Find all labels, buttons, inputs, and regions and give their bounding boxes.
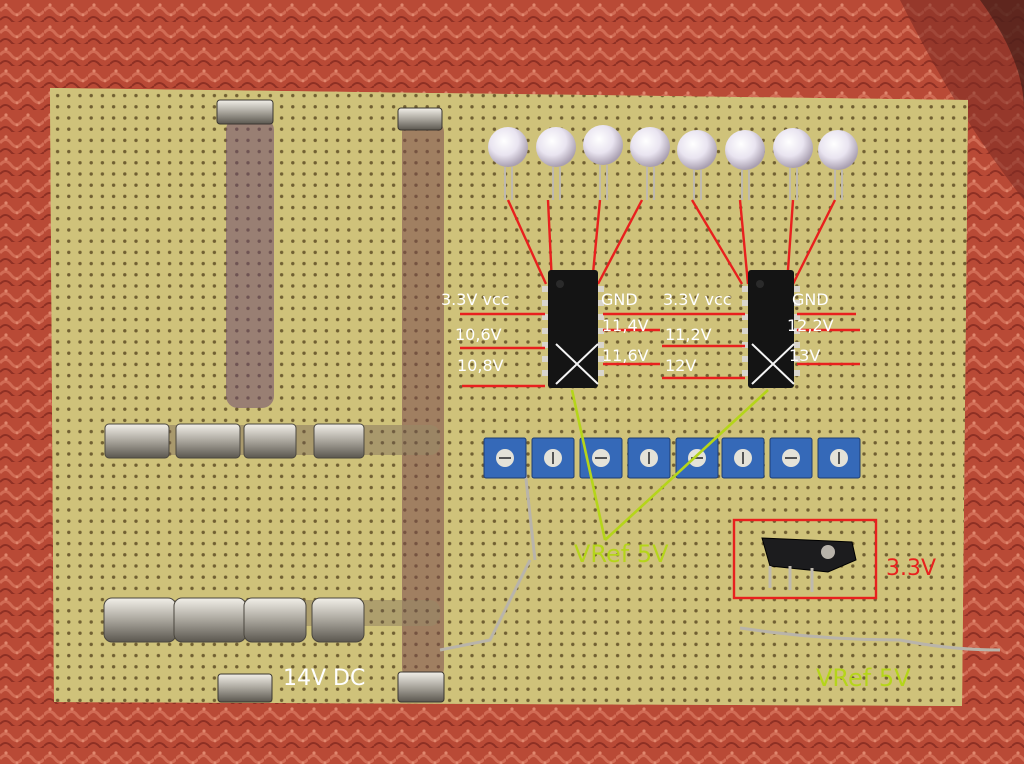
vref-corner-label: VRef 5V: [816, 664, 911, 692]
ic1-pin-voltage-1: 10,6V: [455, 325, 502, 344]
trimmer-3: [579, 437, 623, 479]
voltage-regulator: [732, 518, 878, 600]
vref-center-label: VRef 5V: [574, 540, 669, 568]
trimmer-6: [721, 437, 765, 479]
ic1-vcc-label: 3.3V vcc: [441, 290, 510, 309]
ic1-pin-voltage-2: 10,8V: [457, 356, 504, 375]
trimmer-row: [483, 437, 861, 479]
led-1: [488, 127, 528, 200]
trimmer-1: [483, 437, 527, 479]
ic2-pin-voltage-1: 11,2V: [665, 325, 712, 344]
carpet-dark-stripe: [980, 0, 1024, 110]
led-6: [725, 130, 765, 200]
led-row: [488, 125, 858, 200]
ic2-pin-voltage-3: 12,2V: [787, 316, 834, 335]
vref-annotation-lines: [570, 389, 769, 541]
regulator-output-label: 3.3V: [886, 556, 937, 581]
pin-voltage-annotations: [460, 312, 860, 388]
ic2-vcc-label: 3.3V vcc: [663, 290, 732, 309]
trimmer-5: [675, 437, 719, 479]
led-3: [583, 125, 623, 200]
left-connectors-lower: [103, 597, 365, 643]
led-pin-annotations: [506, 199, 837, 285]
ic1-pin-voltage-3: 11,4V: [602, 316, 649, 335]
power-input-label: 14V DC: [283, 666, 366, 691]
jumper-wires: [439, 469, 1001, 652]
ic2-pin-voltage-4: 13V: [789, 346, 821, 365]
led-2: [536, 127, 576, 200]
ic1-pin-voltage-4: 11,6V: [602, 346, 649, 365]
ic1-gnd-label: GND: [601, 290, 638, 309]
led-8: [818, 130, 858, 200]
top-terminals: [216, 99, 443, 131]
trimmer-4: [627, 437, 671, 479]
ic2-gnd-label: GND: [792, 290, 829, 309]
ic2-pin-voltage-2: 12V: [665, 356, 697, 375]
ic-cross-markers: [555, 343, 795, 385]
trimmer-7: [769, 437, 813, 479]
power-terminals: [217, 671, 445, 703]
led-5: [677, 130, 717, 200]
left-connectors-upper: [104, 423, 365, 459]
ic1-chip: [542, 270, 604, 388]
trimmer-2: [531, 437, 575, 479]
led-4: [630, 127, 670, 200]
led-7: [773, 128, 813, 200]
trimmer-8: [817, 437, 861, 479]
perfboard: [50, 88, 968, 706]
